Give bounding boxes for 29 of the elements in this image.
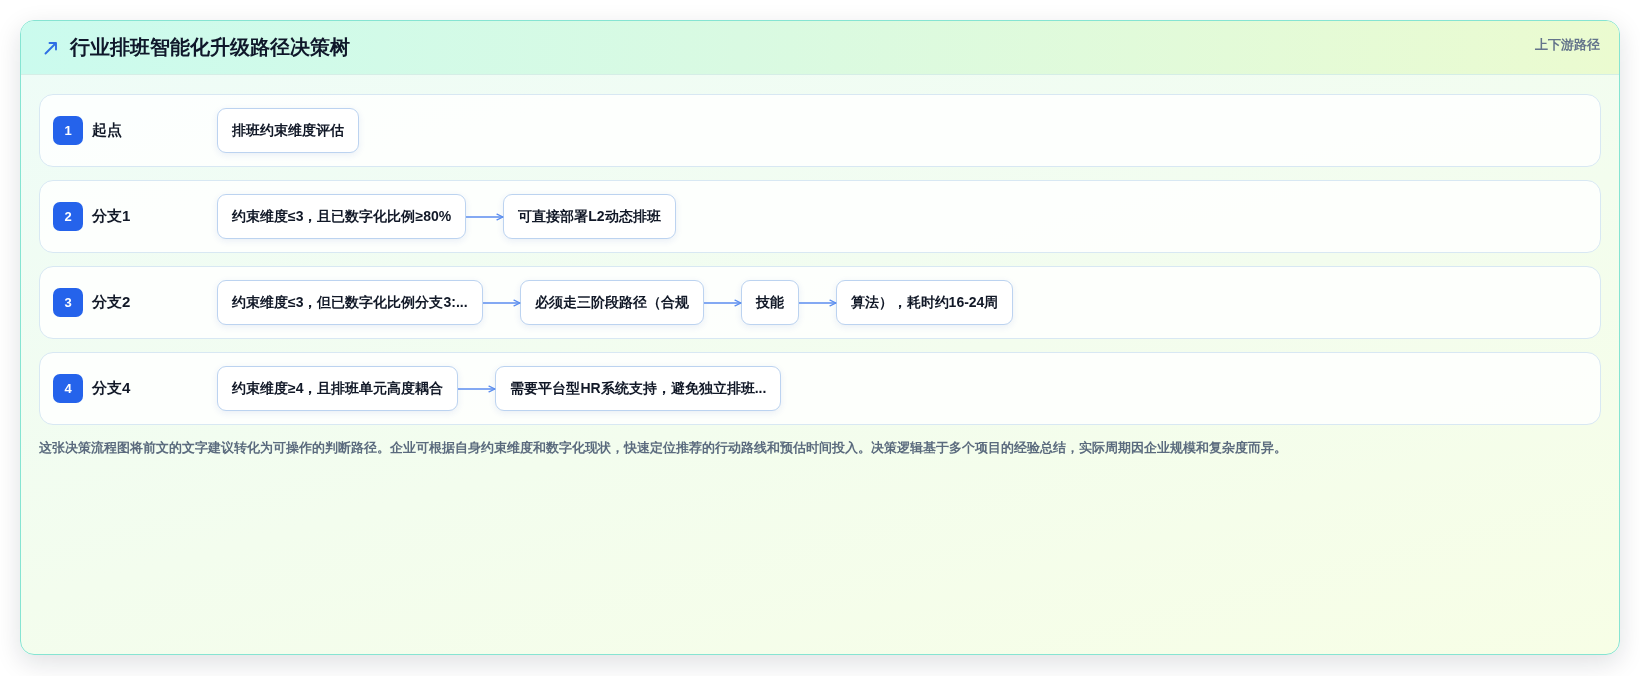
title: 行业排班智能化升级路径决策树 [70,35,350,60]
step-box: 算法），耗时约16-24周 [835,280,1014,325]
step-box: 技能 [740,280,799,325]
arrow [466,211,504,222]
step-row [39,94,1601,167]
number-badge: 1 [53,116,83,145]
row-label: 分支2 [92,293,131,312]
step-box: 排班约束维度评估 [217,108,359,153]
step-box: 必须走三阶段路径（合规 [519,280,704,325]
step-row [39,266,1601,339]
step-box: 可直接部署L2动态排班 [503,194,676,239]
step-row [39,352,1601,425]
number-badge: 4 [53,374,83,403]
step-box: 约束维度≤3，但已数字化比例分支3:... [217,280,483,325]
row-label: 起点 [92,121,122,140]
number-badge: 3 [53,288,83,317]
row-label: 分支4 [92,379,131,398]
number-badge: 2 [53,202,83,231]
step-row [39,180,1601,253]
step-box: 需要平台型HR系统支持，避免独立排班... [495,366,782,411]
header-label: 上下游路径 [1535,36,1600,54]
arrow [458,383,496,394]
arrow [703,297,741,308]
arrow [798,297,836,308]
step-box: 约束维度≤3，且已数字化比例≥80% [217,194,467,239]
arrow [482,297,520,308]
step-box: 约束维度≥4，且排班单元高度耦合 [217,366,459,411]
row-label: 分支1 [92,207,131,226]
footnote: 这张决策流程图将前文的文字建议转化为可操作的判断路径。企业可根据自身约束维度和数字化现状，快速定位推荐的行动路线和预估时间投入。决策逻辑基于多个项目的经验总结，实际周期因企业规模和复杂度而异。 [39,439,1288,457]
